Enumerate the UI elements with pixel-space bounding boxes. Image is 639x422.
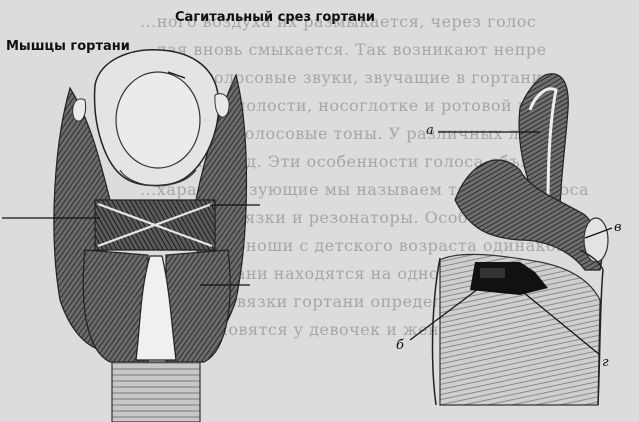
page-title: Сагитальный срез гортани	[175, 10, 375, 25]
label-b: б	[396, 338, 404, 353]
label-v: в	[614, 220, 622, 235]
arytenoid-cartilage	[584, 218, 608, 262]
label-g: г	[602, 355, 609, 370]
label-a: а	[426, 123, 434, 138]
figure-subtitle: Мышцы гортани	[6, 39, 130, 54]
